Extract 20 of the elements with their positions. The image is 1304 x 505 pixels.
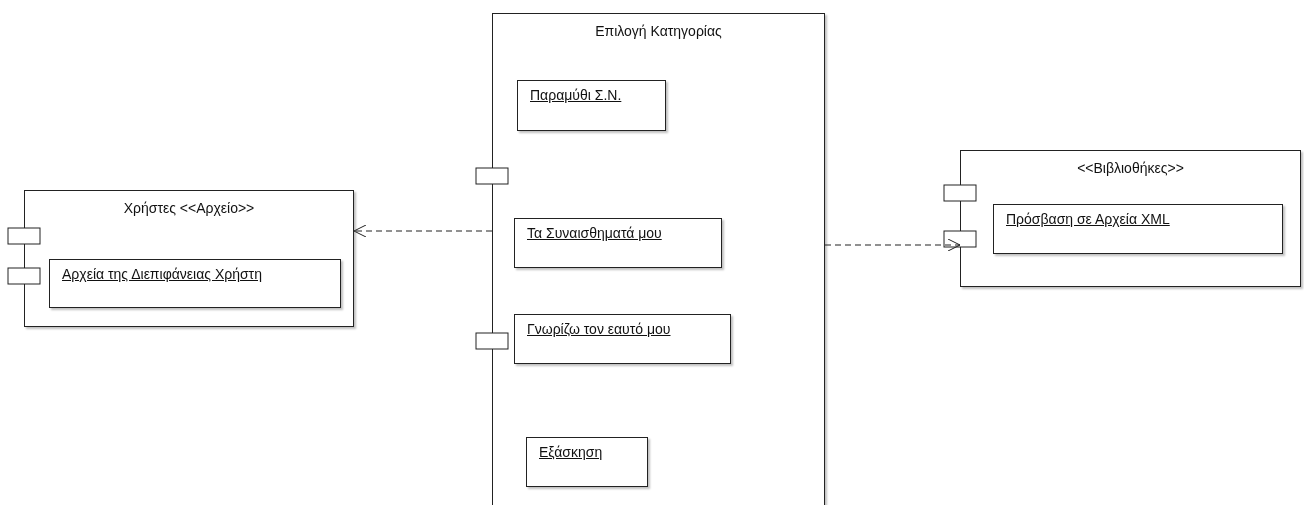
component-label: Εξάσκηση (539, 444, 603, 460)
component-name: Χρήστες <<Αρχείο>> (122, 200, 256, 216)
component-box (526, 437, 648, 487)
component-box (960, 150, 1301, 287)
dependency-arrow (824, 238, 961, 252)
component-box (517, 80, 666, 131)
component-box (24, 190, 354, 327)
component-label: Αρχεία της Διεπιφάνειας Χρήστη (62, 266, 262, 282)
component-box (514, 218, 722, 268)
component-box (993, 204, 1283, 254)
dependency-arrow (353, 224, 493, 238)
component-label: Πρόσβαση σε Αρχεία XML (1006, 211, 1170, 227)
artifact-box (49, 259, 341, 308)
component-label: Τα Συναισθηματά μου (527, 225, 662, 241)
component-label: Γνωρίζω τον εαυτό μου (527, 321, 671, 337)
component-name: <<Βιβλιοθήκες>> (1076, 160, 1185, 176)
component-box (492, 13, 825, 505)
component-name: Επιλογή Κατηγορίας (594, 23, 723, 39)
component-label: Παραμύθι Σ.Ν. (530, 87, 622, 103)
component-box (514, 314, 731, 364)
